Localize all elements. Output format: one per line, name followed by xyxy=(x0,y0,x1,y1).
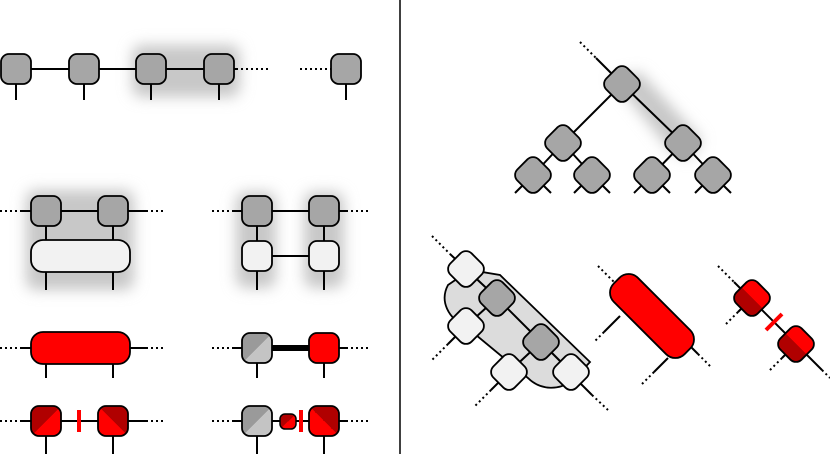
split-gray-node xyxy=(241,332,273,364)
white-node xyxy=(447,307,485,345)
tensor-node xyxy=(573,156,611,194)
red-node xyxy=(308,332,340,364)
split-red-node xyxy=(30,405,62,437)
tensor-node xyxy=(514,156,552,194)
split-red-node xyxy=(308,405,340,437)
red-pair-block xyxy=(0,405,166,454)
white-node xyxy=(308,240,340,272)
red-tick xyxy=(764,312,784,332)
tensor-node xyxy=(241,195,273,227)
gauge-pair-block xyxy=(212,405,370,454)
tensor-node xyxy=(478,279,516,317)
overlap-block-left xyxy=(0,190,166,290)
tensor-node xyxy=(30,195,62,227)
tensor-node xyxy=(694,156,732,194)
tensor-node xyxy=(603,65,641,103)
small-red-node xyxy=(279,413,297,430)
tree-network xyxy=(514,41,732,194)
rotated-environment xyxy=(431,235,609,411)
split-red-node xyxy=(733,279,771,317)
split-red-node xyxy=(97,405,129,437)
rotated-red-pair xyxy=(717,265,830,379)
mps-chain xyxy=(0,45,362,100)
white-node xyxy=(552,353,590,391)
white-operator xyxy=(30,239,131,273)
tensor-node xyxy=(544,124,582,162)
tensor-node xyxy=(97,195,129,227)
rotated-red-operator xyxy=(593,265,713,385)
red-operator-block xyxy=(0,331,166,378)
white-node xyxy=(490,353,528,391)
white-node xyxy=(241,240,273,272)
tensor-node xyxy=(664,124,702,162)
tensor-node xyxy=(0,53,32,85)
split-gray-node xyxy=(241,405,273,437)
tensor-node xyxy=(330,53,362,85)
red-operator xyxy=(30,331,131,365)
tensor-node xyxy=(633,156,671,194)
overlap-block-right xyxy=(212,192,370,290)
tensor-node xyxy=(308,195,340,227)
tensor-node xyxy=(203,53,235,85)
red-operator xyxy=(609,273,695,359)
tensor-node xyxy=(68,53,100,85)
split-red-node xyxy=(777,325,815,363)
tensor-node xyxy=(135,53,167,85)
tensor-node xyxy=(522,323,560,361)
gauge-bond-block xyxy=(212,332,370,378)
white-node xyxy=(447,250,485,288)
